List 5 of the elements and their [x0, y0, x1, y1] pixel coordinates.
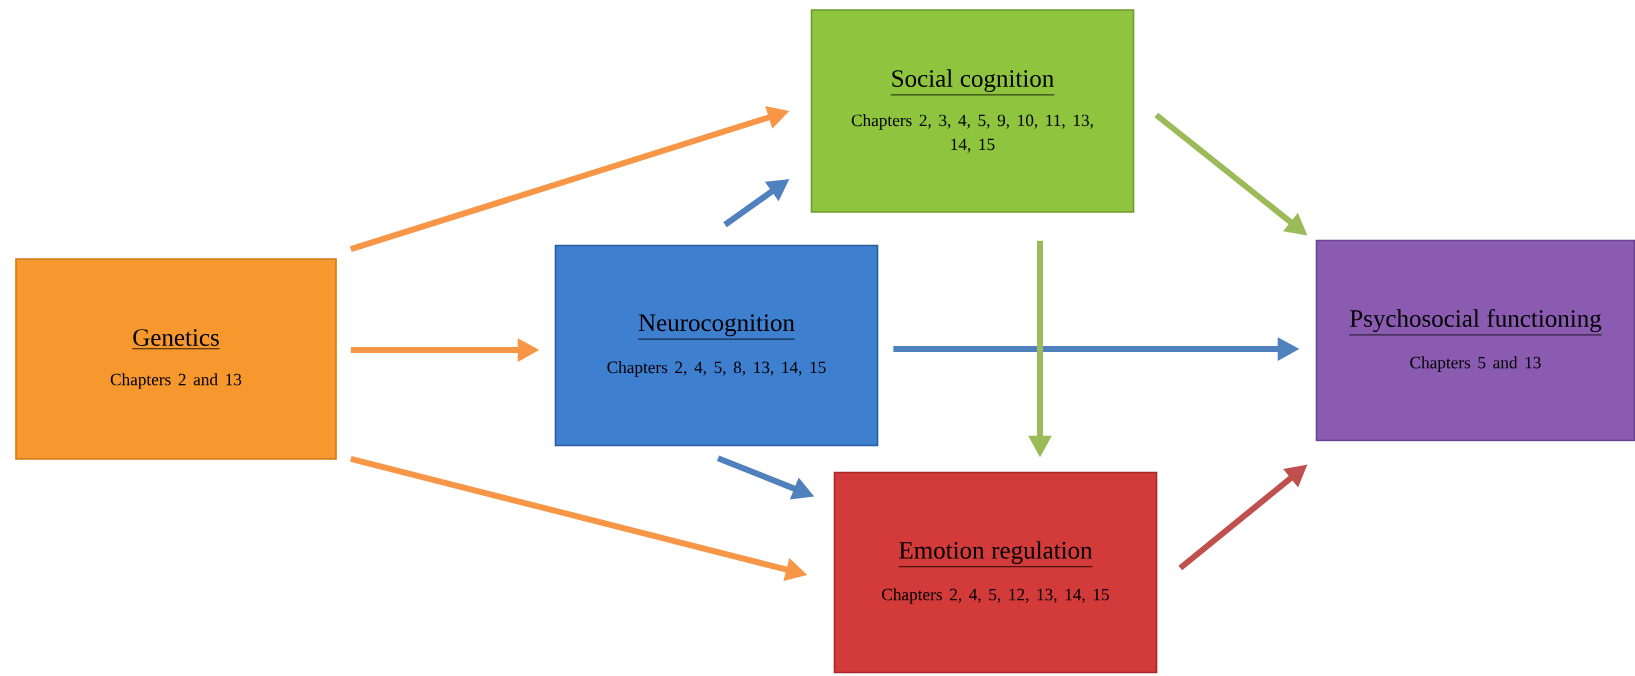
- process-box: Neurocognition Chapters 2, 4, 5, 8, 13, 14, 15: [554, 244, 879, 447]
- process-box: Genetics Chapters 2 and 13: [15, 258, 337, 460]
- process-box: Psychosocial functioning Chapters 5 and 13: [1315, 239, 1635, 442]
- process-box: Emotion regulation Chapters 2, 4, 5, 12, 13, 14, 15: [833, 471, 1158, 674]
- process-box: Social cognition Chapters 2, 3, 4, 5, 9, 10, 11, 13, 14, 15: [810, 9, 1135, 213]
